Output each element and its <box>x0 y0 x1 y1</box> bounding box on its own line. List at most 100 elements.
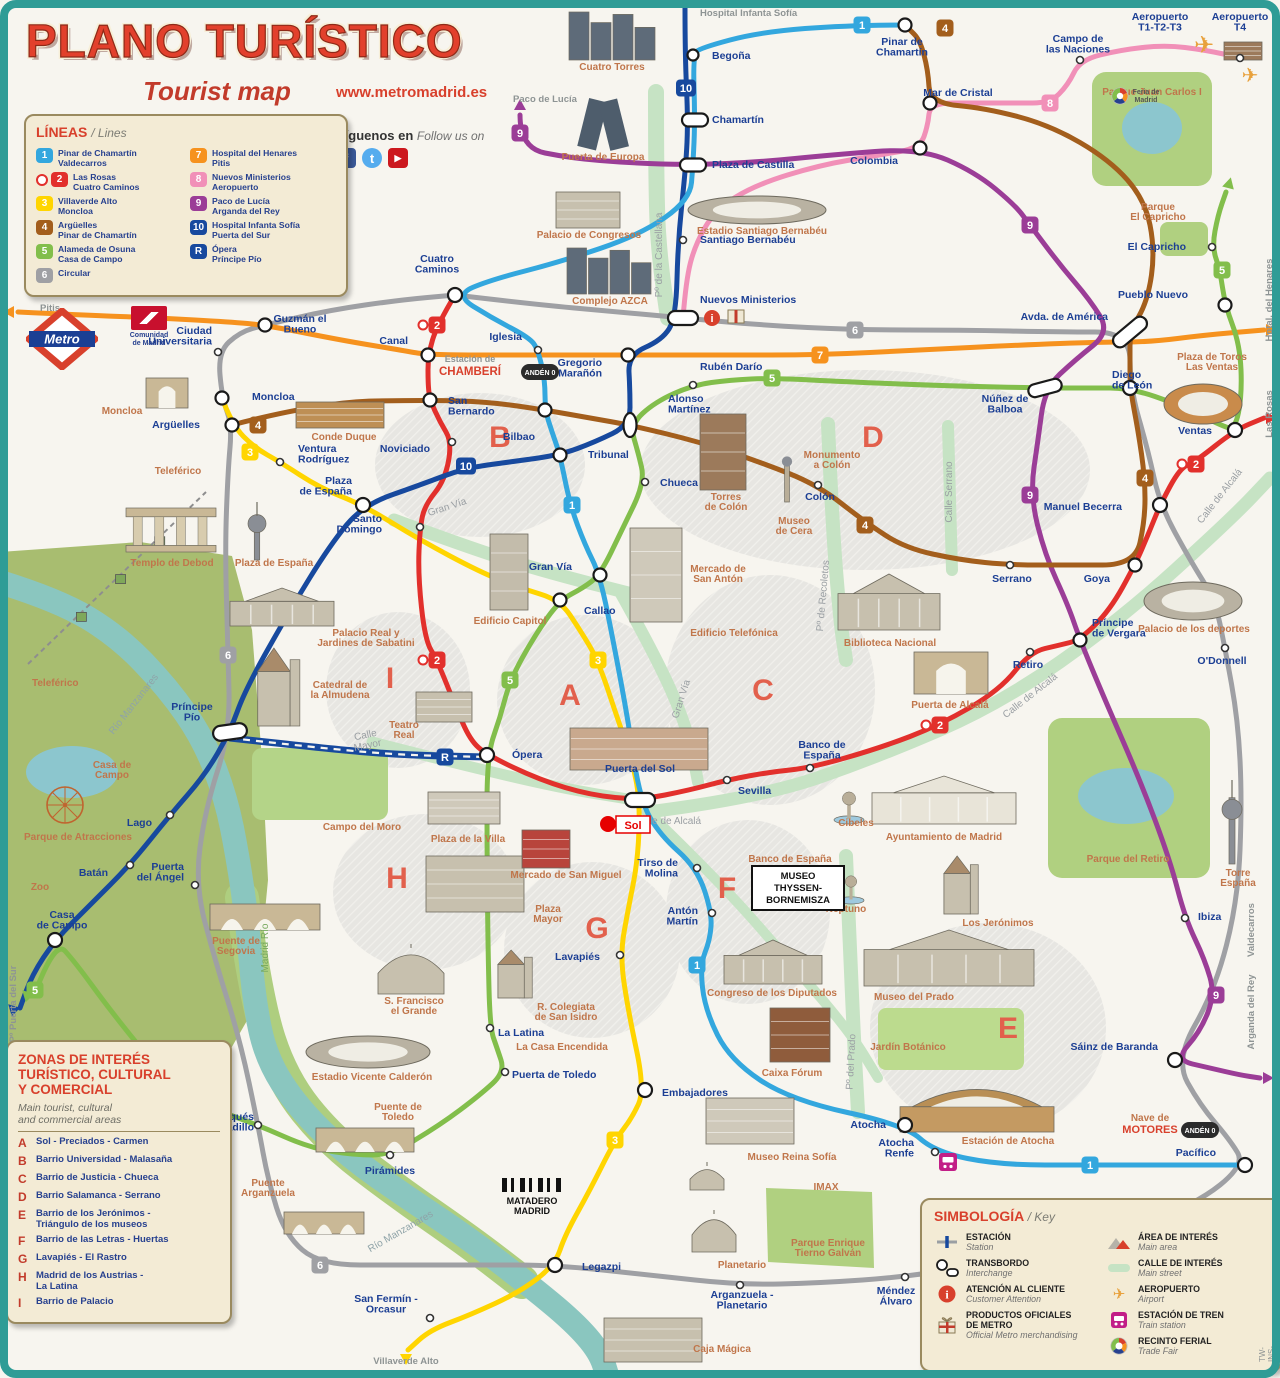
lines-legend-title: LÍNEAS / Lines <box>36 124 336 140</box>
polygon <box>943 855 972 874</box>
landmark-label: Cuatro Torres <box>579 62 645 73</box>
circle <box>247 514 267 533</box>
station-label: Lavapiés <box>555 951 600 963</box>
follow-es: Síguenos en <box>336 128 414 143</box>
street-label: Pº de la Castellana <box>654 212 665 297</box>
path <box>158 386 176 408</box>
station-stop <box>805 763 815 773</box>
rect <box>634 27 656 61</box>
station-label: Chueca <box>660 477 698 489</box>
thyssen-museum-box <box>751 865 845 911</box>
rect <box>871 792 1017 825</box>
symbol-label: ESTACIÓN DE TREN <box>1138 1310 1224 1320</box>
symbols-title-es: SIMBOLOGÍA <box>934 1208 1024 1224</box>
station-stop <box>125 860 135 870</box>
line-10-badge: 10 <box>676 79 696 97</box>
twitter-icon[interactable]: t <box>362 148 382 168</box>
terminus-label: Villaverde Alto <box>373 1356 439 1367</box>
line-terminus-arrow <box>1263 1072 1274 1084</box>
interchange-station <box>622 411 638 439</box>
landmark-towers4-icon <box>566 247 652 295</box>
metro-logo-graphic: Metro <box>25 307 99 371</box>
line-7-badge: 7 <box>190 148 207 163</box>
path <box>254 918 276 930</box>
line-6-badge: 6 <box>846 321 864 339</box>
zones-title: ZONAS DE INTERÉS TURÍSTICO, CULTURAL Y C… <box>18 1052 171 1097</box>
line-2-badge: 2 <box>51 172 68 187</box>
interchange-station <box>46 931 64 949</box>
station-stop <box>1025 647 1035 657</box>
symbol-sublabel: Main area <box>1138 1242 1178 1252</box>
interchange-station <box>1111 315 1149 349</box>
rect <box>511 124 529 142</box>
station-label: Colón <box>805 491 835 503</box>
station-icon <box>934 1234 959 1250</box>
airplane-icon: ✈ <box>1194 32 1214 59</box>
line-6-badge: 6 <box>311 1256 329 1274</box>
station-stop <box>692 863 702 873</box>
line-1-badge: 1 <box>853 16 871 34</box>
manzanares-river <box>0 570 620 1378</box>
rect <box>497 963 525 999</box>
landmark-stadium-icon <box>1163 383 1243 425</box>
polygon <box>853 573 925 595</box>
line-terminus-arrow <box>3 306 14 318</box>
website-link[interactable]: www.metromadrid.es <box>336 84 488 101</box>
customer-attention-i: i <box>710 313 713 325</box>
train-icon <box>1106 1310 1131 1330</box>
street-label: Río Manzanares <box>366 1209 435 1255</box>
zone-letter: A <box>18 1136 27 1150</box>
station-label: Arganzuela -Planetario <box>710 1289 774 1312</box>
teleferico-cabin-icon <box>115 574 126 584</box>
line-3-badge: 3 <box>606 1131 624 1149</box>
rect <box>1181 1122 1219 1138</box>
line-7-name: Hospital del Henares Pitis <box>212 148 298 168</box>
landmark-church-icon <box>497 949 533 999</box>
station-label: Puerta del Sol <box>605 763 675 775</box>
line-6-badge: 6 <box>219 646 237 664</box>
youtube-icon[interactable]: ▶ <box>388 148 408 168</box>
matadero-icon <box>538 1178 543 1192</box>
symbol-label: ÁREA DE INTERÉS <box>1138 1232 1218 1242</box>
rect <box>763 369 781 387</box>
station-stop <box>1075 55 1085 65</box>
thyssen-museum-label: THYSSEN- <box>774 883 822 894</box>
landmark-label: Ayuntamiento de Madrid <box>886 832 1002 843</box>
rect <box>856 516 874 534</box>
zone-name: Lavapiés - El Rastro <box>36 1252 127 1263</box>
line-R-badge: R <box>436 748 454 766</box>
line-badge-number: 10 <box>680 83 692 95</box>
path <box>377 954 445 995</box>
rect <box>289 659 301 727</box>
terminus-label: Paco de Lucía <box>513 94 578 105</box>
line-5-badge: 5 <box>763 369 781 387</box>
line-2-badge: 2 <box>1176 455 1205 473</box>
station-stop <box>253 1120 263 1130</box>
comunidad-label: Comunidad de Madrid <box>129 332 169 347</box>
line-badge-number: 9 <box>1027 490 1033 502</box>
svg-text:i: i <box>945 1288 949 1302</box>
path <box>287 918 309 930</box>
vodafone-sol-icon <box>600 816 616 832</box>
interchange-station <box>636 1081 654 1099</box>
line-6-badge: 6 <box>36 268 53 283</box>
rect <box>612 14 634 61</box>
station-label: Chamartín <box>712 114 764 126</box>
rect <box>428 316 446 334</box>
interchange-station <box>686 48 700 62</box>
line-badge-number: 4 <box>255 420 262 432</box>
line-9-name: Paco de Lucía Arganda del Rey <box>212 196 280 216</box>
line-2-badge: 2 <box>920 716 949 734</box>
line-badge-number: 5 <box>769 373 775 385</box>
line-10-badge: 10 <box>190 220 207 235</box>
station-label: Pacífico <box>1176 1147 1216 1159</box>
